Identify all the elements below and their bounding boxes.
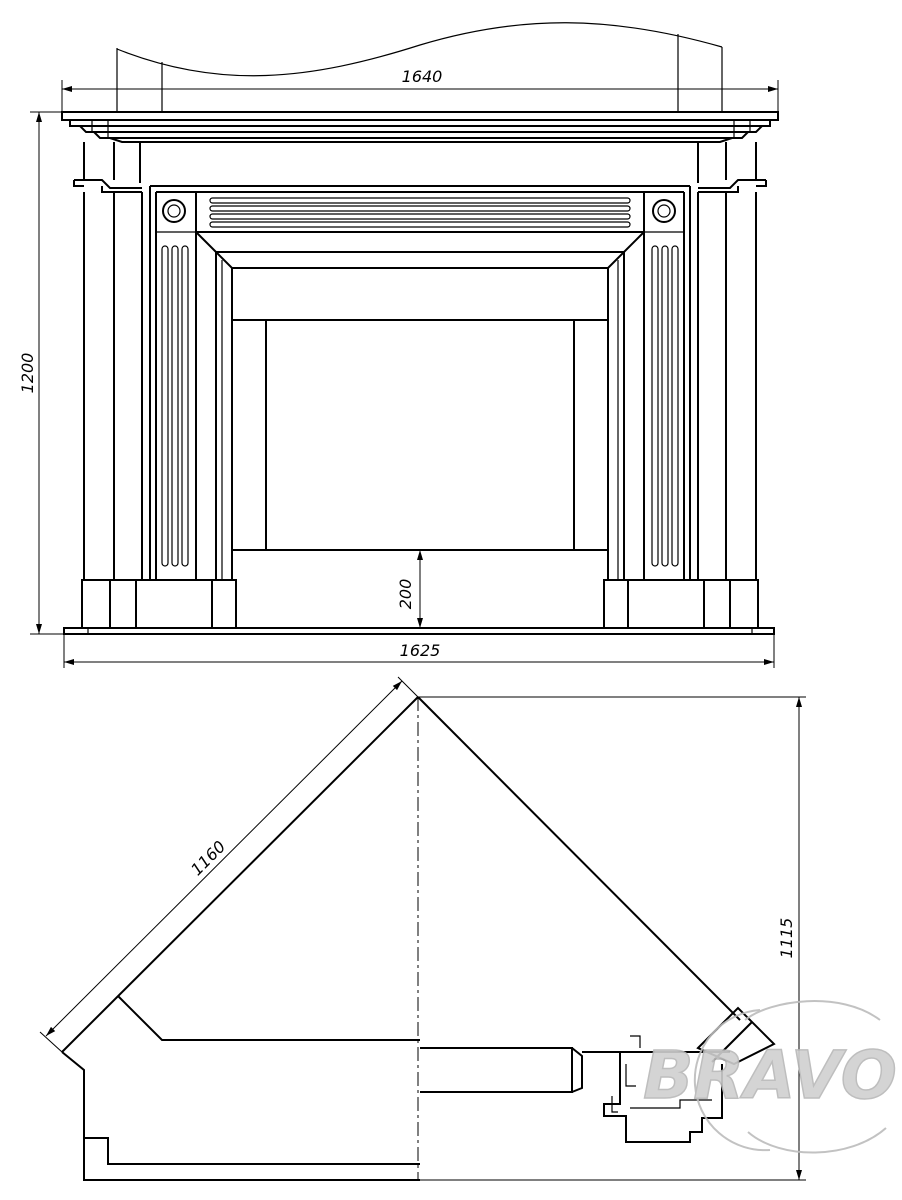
- bravo-logo-watermark: BRAVO: [642, 1000, 898, 1154]
- wall-break-line: [116, 22, 723, 77]
- left-body-outline: [61, 1051, 420, 1165]
- frieze-flutes: [209, 197, 631, 228]
- dim-text-1160: 1160: [187, 837, 229, 879]
- front-view: 1640: [18, 22, 779, 668]
- right-pilaster: [689, 142, 767, 580]
- left-wall: [61, 696, 419, 1053]
- dim-text-1640: 1640: [402, 67, 443, 86]
- dimension-side-length: 1160: [39, 676, 419, 1053]
- dimension-top-width: 1640: [61, 67, 779, 112]
- left-pilaster: [73, 142, 151, 580]
- hearth: [63, 627, 775, 635]
- logo-text: BRAVO: [643, 1037, 897, 1114]
- dimension-depth: 1115: [418, 696, 806, 1181]
- pilaster-flutes-right: [651, 245, 679, 567]
- header-band: [150, 185, 690, 580]
- frieze: [139, 142, 699, 183]
- dimension-firebox-height: 200: [396, 550, 423, 628]
- right-wall: [417, 696, 741, 1021]
- inner-frame: [195, 231, 645, 580]
- mantel-shelf: [61, 111, 779, 143]
- firebox: [231, 319, 609, 551]
- dim-text-200: 200: [396, 579, 415, 610]
- pilaster-flutes-left: [161, 245, 189, 567]
- dim-text-1625: 1625: [400, 641, 441, 660]
- dim-text-1200: 1200: [18, 353, 37, 394]
- rosette-right-icon: [652, 199, 676, 223]
- dimension-height: 1200: [18, 111, 64, 635]
- dim-text-1115: 1115: [777, 918, 796, 959]
- rosette-left-icon: [162, 199, 186, 223]
- dimension-bottom-width: 1625: [63, 634, 775, 668]
